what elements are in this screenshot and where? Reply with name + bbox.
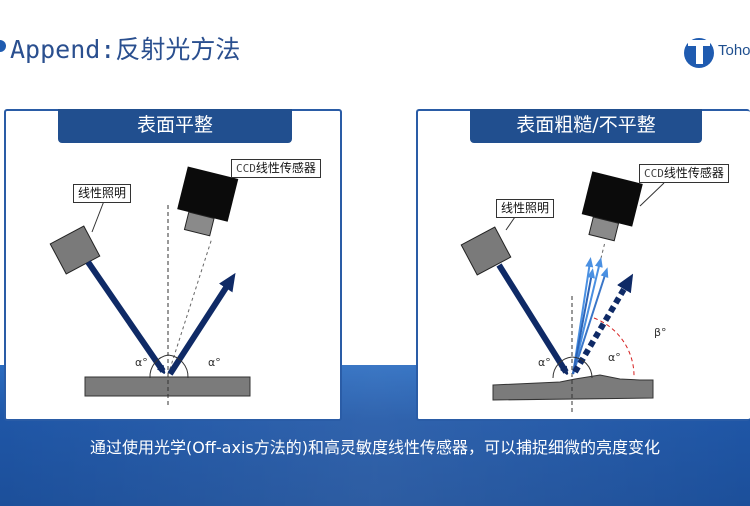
- sensor-sightline: [167, 237, 213, 376]
- reflected-beam-arrow: [167, 272, 236, 376]
- incident-angle-arc: [552, 356, 573, 379]
- incident-beam-arrow: [85, 260, 163, 371]
- right-incident-angle: α°: [538, 356, 551, 369]
- footer-caption: 通过使用光学(Off-axis方法的)和高灵敏度线性传感器，可以捕捉细微的亮度变…: [90, 438, 660, 457]
- flat-surface: [84, 376, 251, 397]
- sensor-prefix: CCD: [236, 162, 256, 175]
- sensor-name: 线性传感器: [663, 166, 724, 180]
- reflected-angle-arc: [571, 356, 593, 379]
- left-incident-angle: α°: [135, 356, 148, 369]
- company-logo: Toho: [682, 34, 750, 70]
- sensor-callout-line: [639, 182, 665, 207]
- right-reflected-angle: α°: [608, 351, 621, 364]
- scattered-beam-arrow-3: [572, 267, 609, 375]
- beta-angle-arc: [593, 317, 635, 378]
- left-diagram: [49, 166, 255, 408]
- left-ccd-sensor: [177, 166, 239, 237]
- incident-beam-arrow: [496, 263, 566, 372]
- sensor-name: 线性传感器: [255, 161, 316, 175]
- right-light-label: 线性照明: [496, 199, 555, 218]
- sensor-prefix: CCD: [644, 167, 664, 180]
- left-reflected-angle: α°: [208, 356, 221, 369]
- light-callout-line: [91, 200, 105, 233]
- right-beta-angle: β°: [654, 326, 667, 339]
- rough-surface-title: 表面粗糙/不平整: [470, 109, 702, 143]
- reflected-angle-arc: [167, 354, 189, 379]
- page-title: Append:反射光方法: [10, 35, 241, 64]
- right-ccd-sensor: [581, 171, 643, 242]
- flat-surface-title: 表面平整: [58, 109, 292, 143]
- title-bullet-dot: [0, 40, 6, 52]
- rough-surface: [492, 374, 654, 401]
- right-light-source: [460, 226, 512, 276]
- logo-mark-icon: [684, 38, 714, 68]
- left-light-source: [49, 225, 101, 275]
- specular-beam-arrow: [572, 273, 634, 374]
- logo-text: Toho: [718, 42, 750, 59]
- right-sensor-label: CCD线性传感器: [639, 164, 729, 183]
- right-diagram: [460, 171, 665, 412]
- left-light-label: 线性照明: [73, 184, 132, 203]
- left-sensor-label: CCD线性传感器: [231, 159, 321, 178]
- incident-angle-arc: [149, 354, 169, 379]
